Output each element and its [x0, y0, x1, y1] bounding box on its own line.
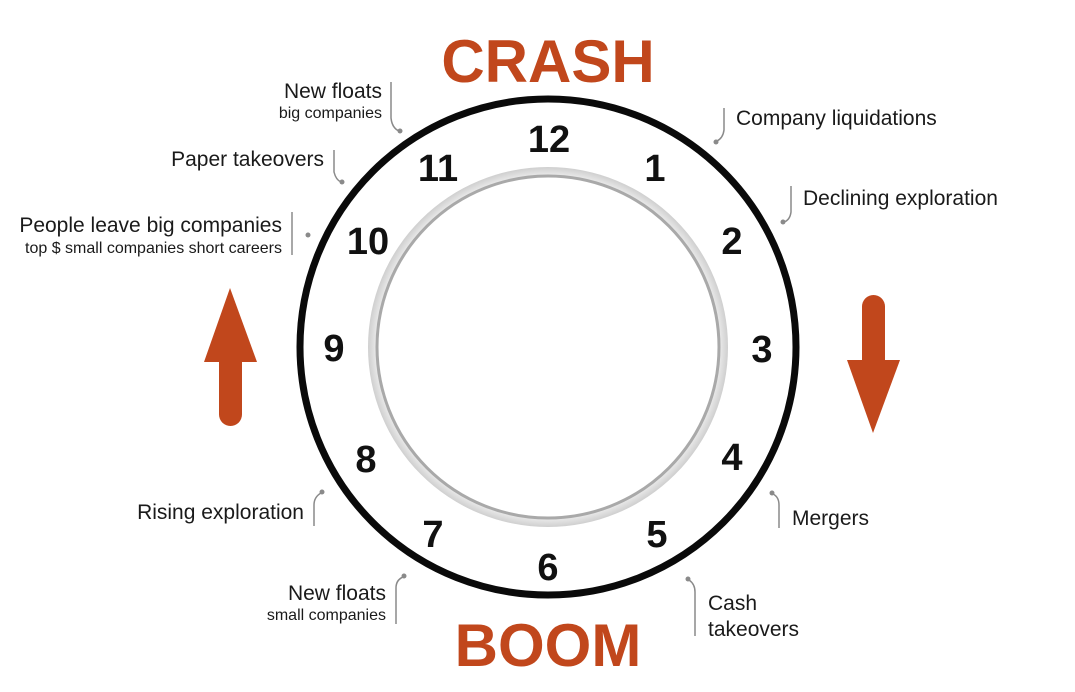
- leader-declining-exploration: [783, 186, 792, 223]
- leader-cash-takeovers: [688, 579, 696, 636]
- leader-rising-exploration: [313, 492, 322, 526]
- event-labels: New floats big companies Company liquida…: [19, 80, 998, 641]
- label-new-floats-small-line1: New floats: [288, 582, 386, 605]
- leader-dot-people-leave: [305, 232, 311, 238]
- leader-new-floats-small: [395, 576, 404, 624]
- label-people-leave-line1: People leave big companies: [19, 214, 282, 237]
- clock-numbers: 12 1 2 3 4 5 6 7 8 9 10 11: [323, 119, 772, 589]
- leader-dot-new-floats-small: [401, 573, 407, 579]
- label-cash-takeovers-line1: Cash: [708, 592, 757, 615]
- label-new-floats-big-line1: New floats: [284, 80, 382, 103]
- label-declining-exploration: Declining exploration: [803, 187, 998, 210]
- label-new-floats-big-line2: big companies: [279, 105, 382, 122]
- label-people-leave-line2: top $ small companies short careers: [25, 240, 282, 257]
- leader-paper-takeovers: [333, 150, 342, 183]
- arrow-up-head: [204, 288, 257, 362]
- crash-title: CRASH: [441, 28, 654, 95]
- label-cash-takeovers-line2: takeovers: [708, 618, 799, 641]
- clock-number-8: 8: [355, 439, 376, 481]
- leader-lines: [291, 82, 792, 636]
- arrow-up-shaft: [219, 350, 242, 426]
- leader-new-floats-big: [390, 82, 400, 132]
- leader-company-liquidations: [716, 108, 725, 142]
- clock-number-3: 3: [751, 329, 772, 371]
- label-rising-exploration: Rising exploration: [137, 501, 304, 524]
- arrow-up-icon: [204, 288, 257, 426]
- clock-number-6: 6: [537, 547, 558, 589]
- clock-number-7: 7: [422, 514, 443, 556]
- clock-number-4: 4: [721, 437, 742, 479]
- label-mergers: Mergers: [792, 507, 869, 530]
- leader-dot-company-liquidations: [713, 139, 719, 145]
- leader-dot-mergers: [769, 490, 775, 496]
- clock-number-2: 2: [721, 221, 742, 263]
- clock-number-5: 5: [646, 514, 667, 556]
- clock-number-10: 10: [347, 221, 389, 263]
- boom-title: BOOM: [455, 612, 642, 679]
- leader-mergers: [772, 493, 780, 528]
- leader-dot-declining-exploration: [780, 219, 786, 225]
- leader-dot-cash-takeovers: [685, 576, 691, 582]
- leader-dot-rising-exploration: [319, 489, 325, 495]
- arrow-down-head: [847, 360, 900, 433]
- clock-number-12: 12: [528, 119, 570, 161]
- clock-number-9: 9: [323, 328, 344, 370]
- clock-number-11: 11: [418, 148, 458, 190]
- leader-dot-new-floats-big: [397, 128, 403, 134]
- label-new-floats-small-line2: small companies: [267, 607, 386, 624]
- label-paper-takeovers: Paper takeovers: [171, 148, 324, 171]
- clock-inner-ring: [375, 174, 721, 520]
- arrow-down-icon: [847, 295, 900, 433]
- arrow-down-shaft: [862, 295, 885, 375]
- leader-dot-paper-takeovers: [339, 179, 345, 185]
- clock-number-1: 1: [644, 148, 665, 190]
- label-company-liquidations: Company liquidations: [736, 107, 937, 130]
